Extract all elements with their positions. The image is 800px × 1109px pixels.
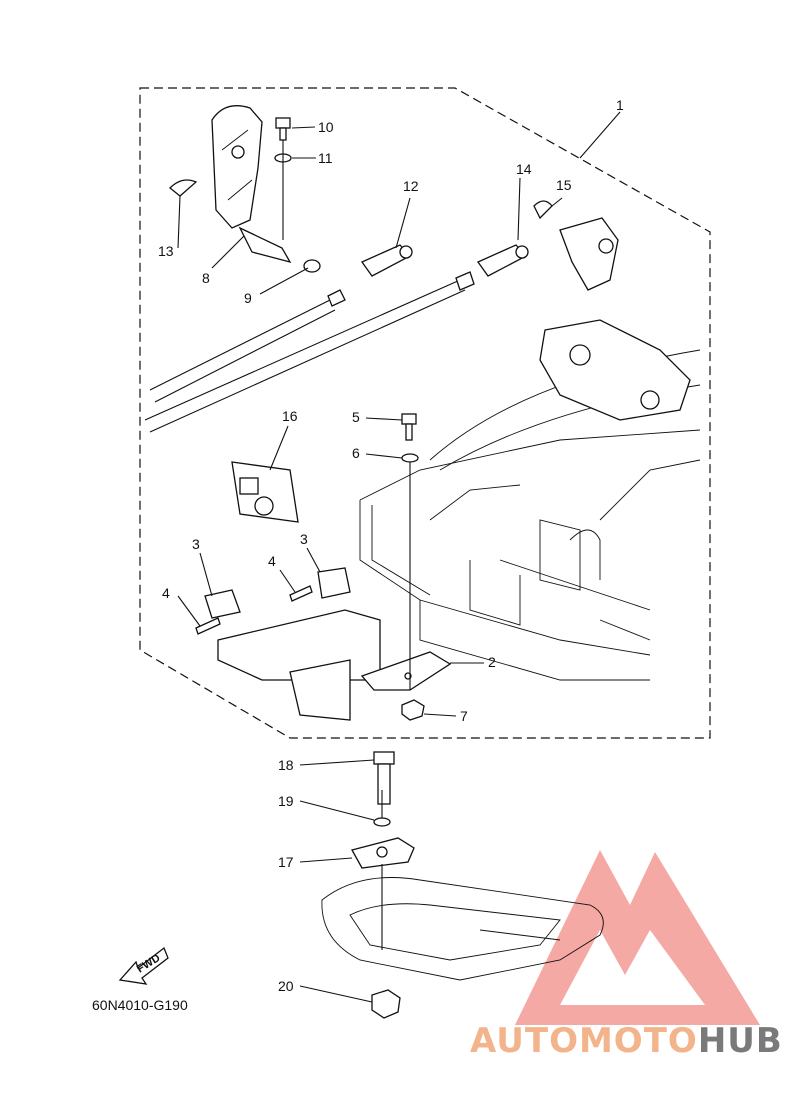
part-18-bolt: [373, 751, 395, 805]
callout-4b: 4: [268, 553, 276, 569]
callout-17: 17: [278, 854, 294, 870]
callout-11: 11: [318, 150, 333, 166]
part-4-pin-right: [289, 585, 313, 602]
part-9-oring: [303, 259, 321, 273]
callouts: 1 2 3 3 4 4 5 6 7 8 9 10 11 12 13 14 15 …: [158, 97, 624, 994]
svg-text:AUTOMOTOHUB: AUTOMOTOHUB: [470, 1021, 783, 1061]
part-6-washer: [401, 453, 419, 463]
cable-upper: [149, 289, 346, 403]
base-plate: [217, 609, 381, 721]
part-16-grommet: [231, 461, 299, 523]
callout-3a: 3: [192, 536, 200, 552]
watermark-part1: AUTOMOTO: [470, 1021, 698, 1061]
callout-5: 5: [352, 409, 360, 425]
part-8-lever: [211, 105, 292, 264]
part-4-pin-left: [195, 617, 221, 635]
part-17-plate: [351, 837, 415, 869]
callout-10: 10: [318, 119, 334, 135]
callout-4a: 4: [162, 585, 170, 601]
part-13-clip: [169, 179, 198, 197]
watermark-text: AUTOMOTOHUB: [470, 1021, 783, 1061]
callout-6: 6: [352, 445, 360, 461]
callout-8: 8: [202, 270, 210, 286]
part-3-bracket-right: [317, 567, 351, 599]
bottom-cowling: [359, 349, 701, 681]
fwd-arrow-icon: FWD: [118, 946, 169, 985]
part-20-nut: [371, 989, 401, 1019]
callout-18: 18: [278, 757, 294, 773]
assembly-boundary: [139, 87, 711, 739]
callout-7: 7: [460, 708, 468, 724]
callout-16: 16: [282, 408, 298, 424]
part-3-bracket-left: [204, 589, 241, 619]
part-12-joint: [361, 244, 413, 277]
shift-mechanism: [539, 319, 691, 421]
leader-lines: [177, 111, 621, 1003]
part-15-clip: [533, 200, 553, 220]
callout-14: 14: [516, 161, 532, 177]
callout-19: 19: [278, 793, 294, 809]
watermark-logo: [515, 850, 760, 1025]
callout-15: 15: [556, 177, 572, 193]
callout-12: 12: [403, 178, 419, 194]
part-5-bolt: [401, 413, 417, 441]
callout-9: 9: [244, 290, 252, 306]
callout-2: 2: [488, 654, 496, 670]
cable-lower: [144, 271, 475, 433]
callout-13: 13: [158, 243, 174, 259]
callout-1: 1: [616, 97, 624, 113]
part-7-nut: [401, 699, 425, 721]
watermark-part2: HUB: [698, 1021, 783, 1061]
diagram-code: 60N4010-G190: [92, 997, 188, 1013]
callout-3b: 3: [300, 531, 308, 547]
part-10-bolt: [275, 117, 291, 141]
part-19-washer: [373, 817, 391, 827]
lower-mount: [321, 877, 604, 981]
part-14-joint: [477, 244, 529, 277]
lever-bracket-upper: [559, 217, 619, 291]
callout-20: 20: [278, 978, 294, 994]
